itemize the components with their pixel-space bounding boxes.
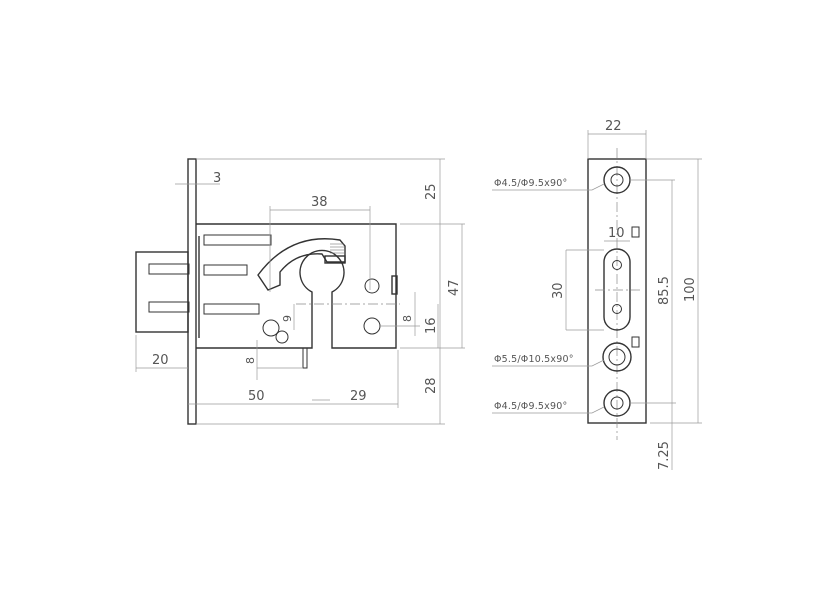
dim-bottom-tab: 8 [244, 357, 257, 364]
slot-hole [612, 260, 622, 270]
bottom-tab [302, 347, 308, 369]
dim-keyhole-offset: 8 [401, 315, 414, 322]
dim-plate-width: 22 [605, 119, 622, 134]
bolt [135, 251, 189, 333]
callout-top-hole: Φ4.5/Φ9.5x90° [494, 178, 567, 189]
plate-tab [631, 336, 640, 348]
dim-slot-length: 30 [551, 282, 566, 299]
dim-top-to-body: 25 [424, 183, 439, 200]
bolt-slot [148, 301, 190, 313]
slot-hole [612, 304, 622, 314]
dim-keyhole-to-pin: 38 [311, 195, 328, 210]
hook-tip [324, 255, 346, 264]
dim-hole-offset: 9 [281, 315, 294, 322]
pin-hole [363, 317, 381, 335]
front-dimension-lines [492, 130, 702, 470]
hook-teeth-hatch [330, 243, 344, 257]
middle-screw-hole [602, 342, 632, 372]
pin-hole [262, 319, 280, 337]
body-slot [203, 303, 260, 315]
body-slot [203, 264, 248, 276]
plate-tab [631, 226, 640, 238]
pin-hole [364, 278, 380, 294]
dim-body-to-bottom: 28 [424, 377, 439, 394]
dim-bottom-offset: 7.25 [657, 441, 672, 470]
hook-slot [603, 248, 631, 331]
dim-faceplate-thickness: 3 [213, 171, 221, 186]
dim-hole-spacing: 85.5 [657, 276, 672, 305]
callout-bottom-hole: Φ4.5/Φ9.5x90° [494, 401, 567, 412]
dim-backset: 50 [248, 389, 265, 404]
dim-keyhole-to-back: 29 [350, 389, 367, 404]
side-dimension-lines [135, 158, 465, 425]
body-slot [203, 234, 272, 246]
side-tab [391, 275, 398, 295]
dim-slot-width: 10 [608, 226, 625, 241]
side-view: 3 38 25 47 8 16 28 20 9 8 50 29 [135, 158, 465, 425]
front-view: 22 10 30 85.5 100 7.25 Φ4.5/Φ9.5x90° Φ5.… [492, 119, 702, 470]
dim-plate-height: 100 [683, 277, 698, 302]
callout-middle-hole: Φ5.5/Φ10.5x90° [494, 354, 574, 365]
pin-hole [275, 330, 289, 344]
hook-latch [257, 238, 346, 291]
dim-keyhole-to-bottom: 16 [424, 317, 439, 334]
bolt-slot [148, 263, 190, 275]
lock-body [196, 223, 397, 349]
dim-body-height: 47 [447, 279, 462, 296]
faceplate [187, 158, 197, 425]
dim-bolt-projection: 20 [152, 353, 169, 368]
